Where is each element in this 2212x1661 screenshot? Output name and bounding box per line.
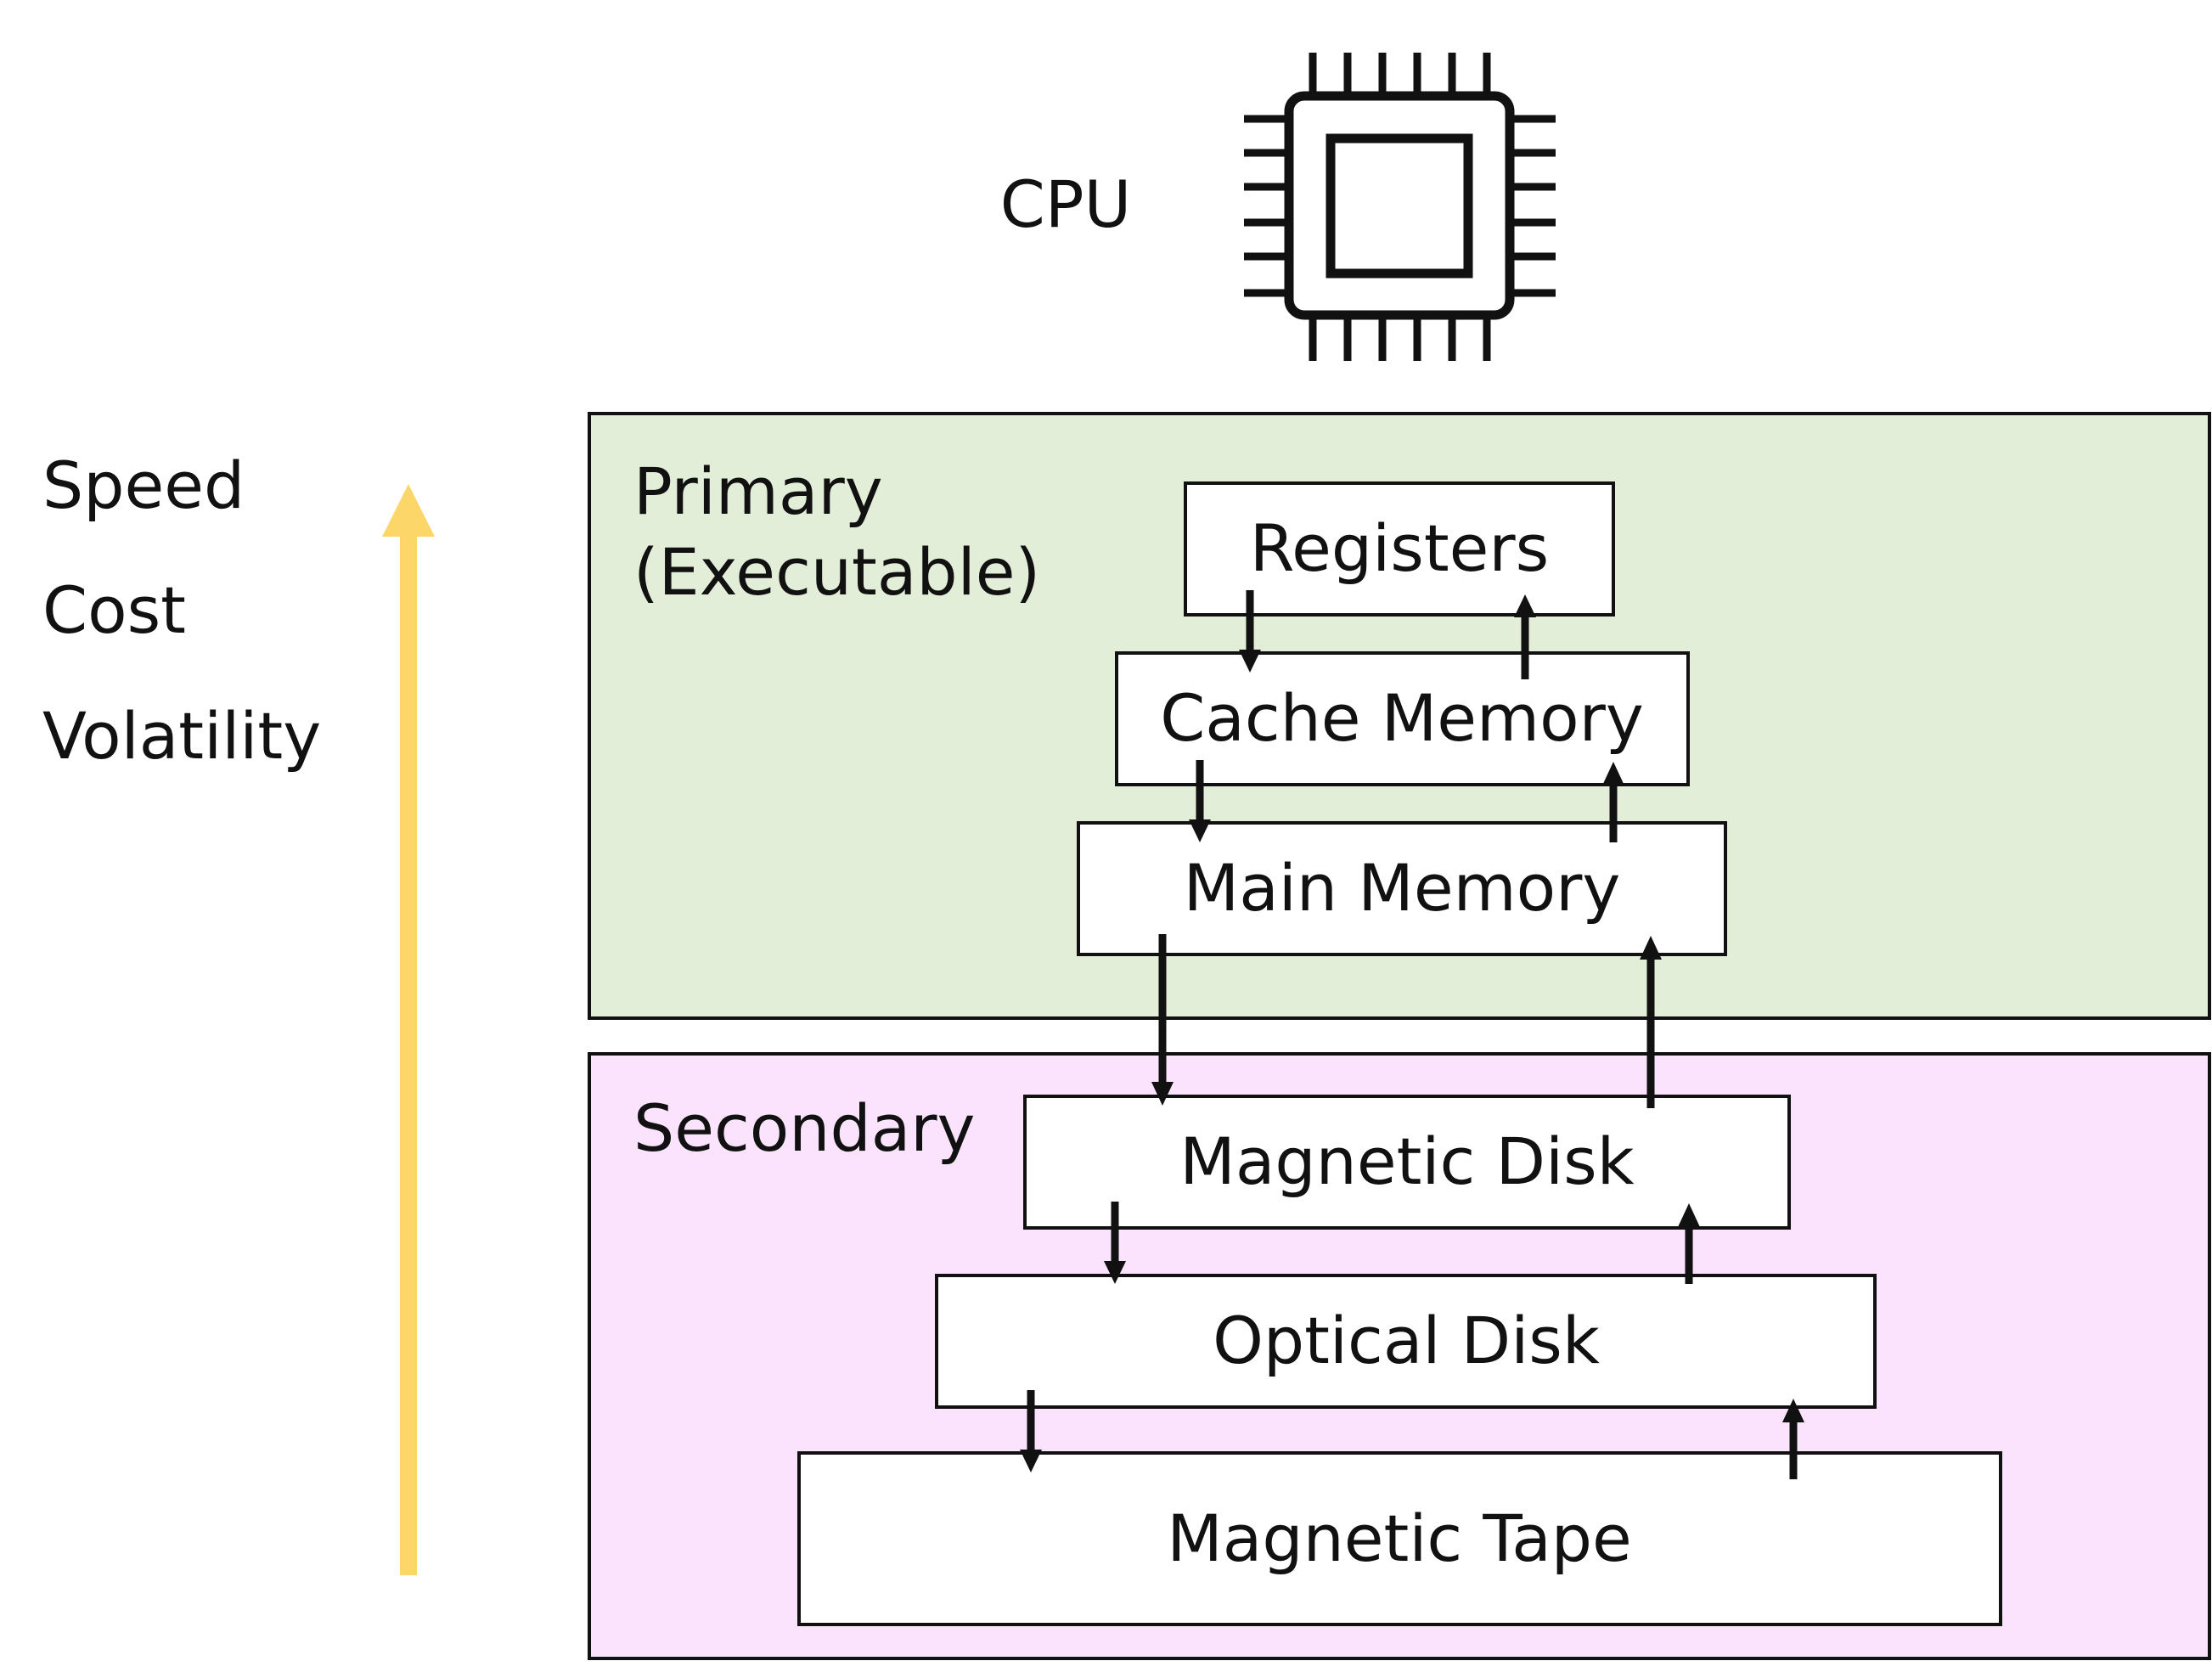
legend-volatility: Volatility bbox=[42, 698, 321, 774]
arrow-up-magnetic-disk-to-main bbox=[1640, 936, 1662, 1108]
arrow-up-optical-disk-to-magnetic-disk bbox=[1678, 1203, 1700, 1284]
arrow-down-main-to-magnetic-disk bbox=[1151, 934, 1174, 1106]
increase-arrow bbox=[382, 484, 435, 1575]
legend-speed: Speed bbox=[42, 448, 245, 523]
arrow-down-magnetic-disk-to-optical-disk bbox=[1104, 1202, 1126, 1284]
arrow-up-main-to-cache bbox=[1602, 762, 1624, 842]
level-optical-disk: Optical Disk bbox=[935, 1274, 1877, 1409]
level-label: Cache Memory bbox=[1160, 680, 1644, 756]
level-label: Registers bbox=[1250, 510, 1550, 586]
level-magnetic-disk: Magnetic Disk bbox=[1023, 1095, 1791, 1230]
level-cache-memory: Cache Memory bbox=[1115, 651, 1690, 786]
arrow-up-magnetic-tape-to-optical-disk bbox=[1782, 1399, 1804, 1479]
primary-subtitle: (Executable) bbox=[633, 534, 1040, 610]
level-label: Optical Disk bbox=[1213, 1303, 1600, 1378]
primary-title: Primary bbox=[633, 453, 883, 529]
legend-cost: Cost bbox=[42, 572, 186, 648]
arrow-up-cache-to-registers bbox=[1514, 594, 1536, 679]
level-label: Main Memory bbox=[1184, 850, 1621, 926]
cpu-chip-icon bbox=[1244, 53, 1556, 361]
level-label: Magnetic Disk bbox=[1179, 1123, 1634, 1199]
level-magnetic-tape: Magnetic Tape bbox=[797, 1451, 2002, 1626]
level-label: Magnetic Tape bbox=[1167, 1501, 1632, 1576]
level-main-memory: Main Memory bbox=[1077, 821, 1727, 956]
cpu-label: CPU bbox=[1000, 166, 1132, 242]
arrow-down-optical-disk-to-magnetic-tape bbox=[1020, 1390, 1042, 1472]
level-registers: Registers bbox=[1184, 481, 1615, 617]
arrow-down-registers-to-cache bbox=[1239, 590, 1261, 673]
arrow-down-cache-to-main bbox=[1189, 760, 1211, 842]
secondary-title: Secondary bbox=[633, 1090, 976, 1166]
